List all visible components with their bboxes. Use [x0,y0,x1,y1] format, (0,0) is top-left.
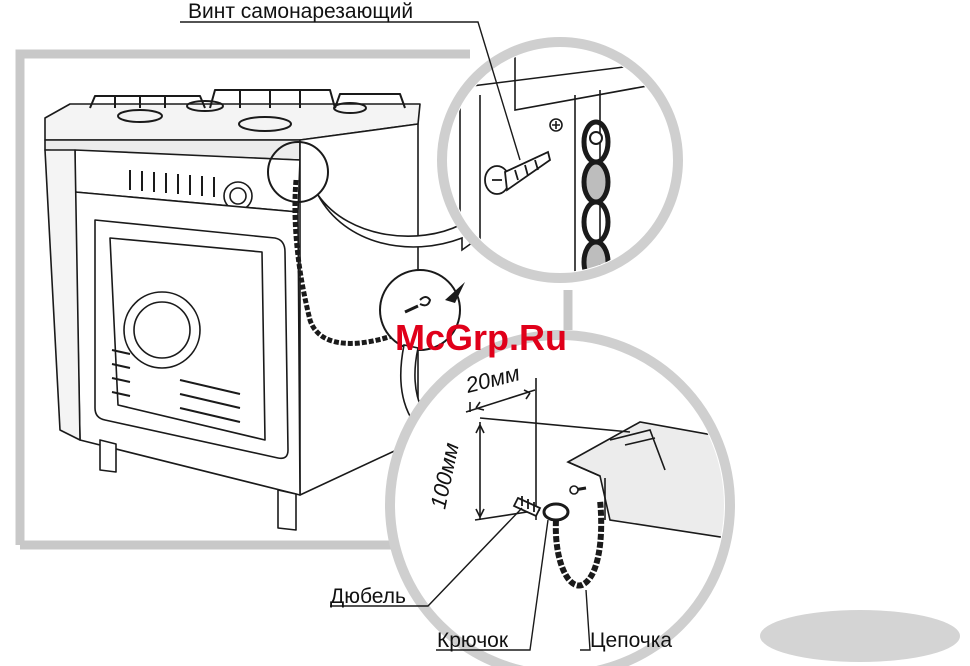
label-hook: Крючок [437,629,509,652]
label-dowel: Дюбель [330,585,406,608]
label-screw: Винт самонарезающий [188,0,413,23]
label-chain: Цепочка [590,629,672,652]
page-badge [760,610,960,662]
leg-right [278,490,296,530]
stove [45,90,420,530]
detail-screw [440,40,680,290]
oven-window [124,292,200,368]
watermark: McGrp.Ru [395,317,567,358]
leg-left [100,440,116,472]
